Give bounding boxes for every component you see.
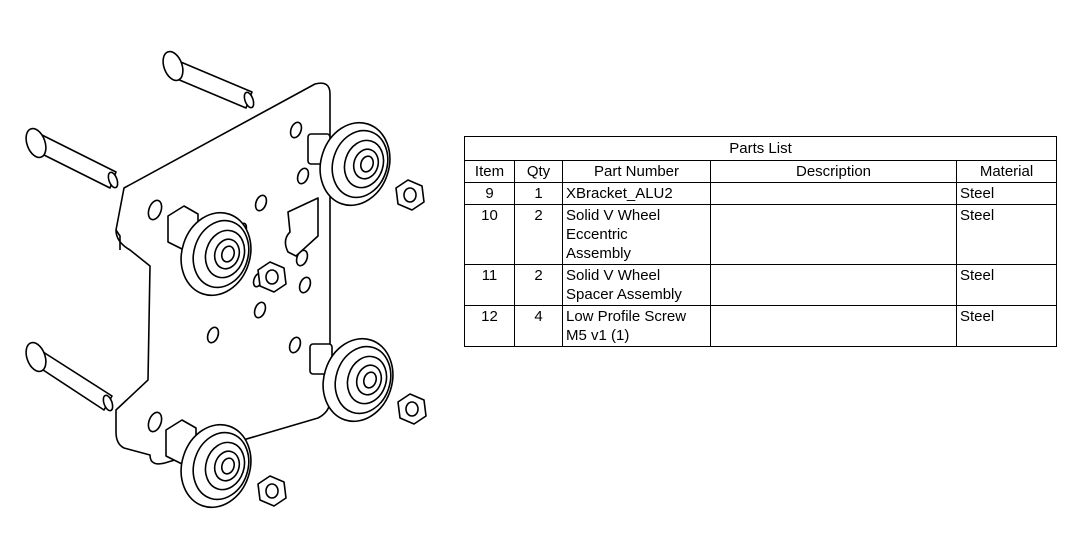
item-cell: 12: [464, 305, 515, 347]
nut-bottom-left: [257, 475, 287, 507]
screw-bottom-left: [25, 341, 114, 412]
qty-cell: 4: [514, 305, 563, 347]
qty-cell: 2: [514, 264, 563, 306]
v-wheel-middle-left: [167, 205, 252, 297]
part-number-cell: Low Profile Screw M5 v1 (1): [562, 305, 711, 347]
table-row: 10 2 Solid V Wheel Eccentric Assembly St…: [464, 204, 1058, 265]
qty-cell: 2: [514, 204, 563, 265]
nut-bottom-right: [397, 393, 427, 425]
part-number-cell: Solid V Wheel Eccentric Assembly: [562, 204, 711, 265]
material-cell: Steel: [955, 204, 1058, 265]
header-item: Item: [464, 160, 515, 183]
parts-list-table: Parts List Item Qty Part Number Descript…: [463, 136, 1058, 347]
description-cell: [710, 182, 957, 205]
screw-top-left: [162, 50, 255, 109]
v-wheel-bottom-left: [165, 419, 252, 509]
header-part-number: Part Number: [562, 160, 711, 183]
material-cell: Steel: [955, 182, 1058, 205]
description-cell: [710, 264, 957, 306]
parts-list-title: Parts List: [463, 136, 1058, 161]
table-row: 11 2 Solid V Wheel Spacer Assembly Steel: [464, 264, 1058, 306]
qty-cell: 1: [514, 182, 563, 205]
material-cell: Steel: [955, 264, 1058, 306]
header-description: Description: [710, 160, 957, 183]
description-cell: [710, 305, 957, 347]
header-qty: Qty: [514, 160, 563, 183]
description-cell: [710, 204, 957, 265]
isometric-assembly-drawing: [25, 50, 427, 509]
header-material: Material: [955, 160, 1058, 183]
table-row: 9 1 XBracket_ALU2 Steel: [464, 182, 1058, 205]
material-cell: Steel: [955, 305, 1058, 347]
table-row: 12 4 Low Profile Screw M5 v1 (1) Steel: [464, 305, 1058, 347]
item-cell: 10: [464, 204, 515, 265]
part-number-cell: Solid V Wheel Spacer Assembly: [562, 264, 711, 306]
item-cell: 9: [464, 182, 515, 205]
screw-middle-left: [25, 127, 119, 189]
nut-top-right: [395, 179, 425, 211]
nut-center: [257, 261, 287, 293]
v-wheel-top-right: [307, 121, 391, 207]
v-wheel-bottom-right: [309, 337, 394, 423]
part-number-cell: XBracket_ALU2: [562, 182, 711, 205]
item-cell: 11: [464, 264, 515, 306]
